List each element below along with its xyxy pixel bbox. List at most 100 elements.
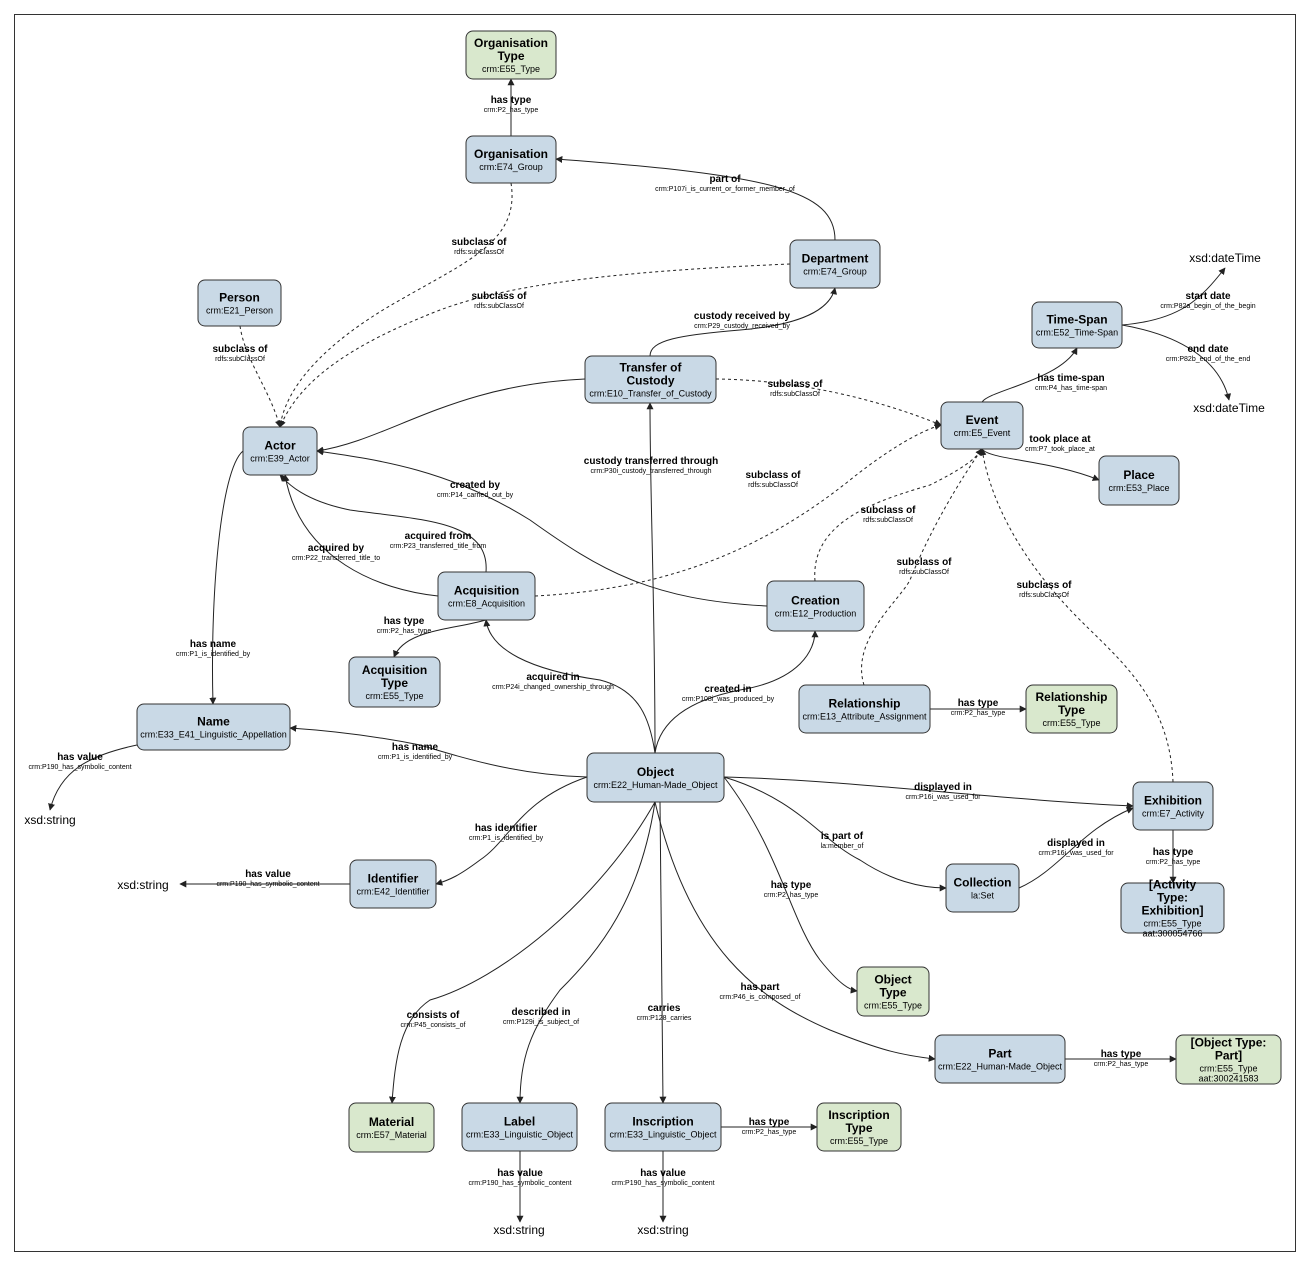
node-title: Part] <box>1215 1049 1242 1063</box>
diagram-frame <box>14 14 1296 1252</box>
node-title: Name <box>197 715 230 729</box>
edge-e-obj-label <box>516 801 656 1104</box>
edge-property-text: crm:P129i_is_subject_of <box>503 1019 579 1026</box>
edges-layer <box>48 78 1232 1223</box>
edge-label-text: has value <box>57 752 103 763</box>
edge-property-text: rdfs:subClassOf <box>863 517 913 524</box>
edge-e-person-actor <box>239 325 282 428</box>
node-box <box>798 684 931 734</box>
edge-property-text: crm:P1_is_identified_by <box>378 754 453 761</box>
edge-property-text: rdfs:subClassOf <box>748 482 798 489</box>
edge-label-text: has type <box>384 616 425 627</box>
node-title: Inscription <box>828 1108 889 1122</box>
node-title: Identifier <box>368 872 419 886</box>
node-box <box>1031 301 1123 349</box>
node-class-text: crm:E39_Actor <box>250 454 310 464</box>
edge-property-text: crm:P82b_end_of_the_end <box>1166 356 1251 363</box>
edge-property-text: crm:P22_transferred_title_to <box>292 555 380 562</box>
node-class-text: crm:E55_Type <box>1199 1064 1257 1074</box>
edge-label-text: has time-span <box>1037 373 1104 384</box>
edge-property-text: crm:P7_took_place_at <box>1025 446 1095 453</box>
edge-label-text: acquired by <box>308 543 365 554</box>
edge-property-text: crm:P107i_is_current_or_former_member_of <box>655 186 795 193</box>
literal-str-name: xsd:string <box>24 813 75 827</box>
node-class-text: crm:E5_Event <box>954 428 1011 438</box>
edge-property-text: rdfs:subClassOf <box>770 391 820 398</box>
edge-property-text: rdfs:subClassOf <box>474 303 524 310</box>
edge-label-text: acquired in <box>526 672 579 683</box>
literal-str-label: xsd:string <box>493 1223 544 1237</box>
node-class-text: crm:E33_Linguistic_Object <box>466 1130 574 1140</box>
literal-str-ident: xsd:string <box>117 878 168 892</box>
node-box <box>1132 781 1214 831</box>
node-toc[interactable]: Transfer ofCustodycrm:E10_Transfer_of_Cu… <box>584 355 717 404</box>
node-class-text: crm:E52_Time-Span <box>1036 328 1118 338</box>
edge-e-event-ts <box>981 347 1078 403</box>
edge-label-text: subclass of <box>212 344 268 355</box>
edge-property-text: rdfs:subClassOf <box>899 569 949 576</box>
edge-e-obj-toc <box>646 402 656 754</box>
edge-e-obj-name <box>289 724 588 778</box>
edge-property-text: crm:P190_has_symbolic_content <box>216 881 319 888</box>
edge-label-text: has identifier <box>475 823 537 834</box>
edge-e-dept-org <box>555 155 836 241</box>
edge-label-text: has type <box>1101 1049 1142 1060</box>
edge-property-text: crm:P46_is_composed_of <box>720 994 801 1001</box>
edge-e-obj-material <box>388 801 656 1104</box>
node-box <box>461 1102 578 1152</box>
node-title: Inscription <box>632 1115 693 1129</box>
node-acttype[interactable]: [ActivityType:Exhibition]crm:E55_Typeaat… <box>1120 878 1225 939</box>
node-box <box>945 863 1020 913</box>
node-title: Relationship <box>828 697 900 711</box>
node-title: Organisation <box>474 36 548 50</box>
edge-label-text: subclass of <box>896 557 952 568</box>
edge-property-text: crm:P1_is_identified_by <box>176 651 251 658</box>
node-title: Object <box>874 973 911 987</box>
node-title: Collection <box>953 876 1011 890</box>
node-box <box>348 1102 435 1153</box>
edge-label-text: subclass of <box>767 379 823 390</box>
edge-label-text: has type <box>958 698 999 709</box>
node-title: Material <box>369 1115 414 1129</box>
node-box <box>766 580 865 632</box>
edge-property-text: crm:P2_has_type <box>1094 1061 1149 1068</box>
edge-property-text: la:member_of <box>821 843 864 850</box>
node-objtypepart[interactable]: [Object Type:Part]crm:E55_Typeaat:300241… <box>1175 1034 1282 1085</box>
node-title: Relationship <box>1035 690 1107 704</box>
edge-label-text: has type <box>1153 847 1194 858</box>
